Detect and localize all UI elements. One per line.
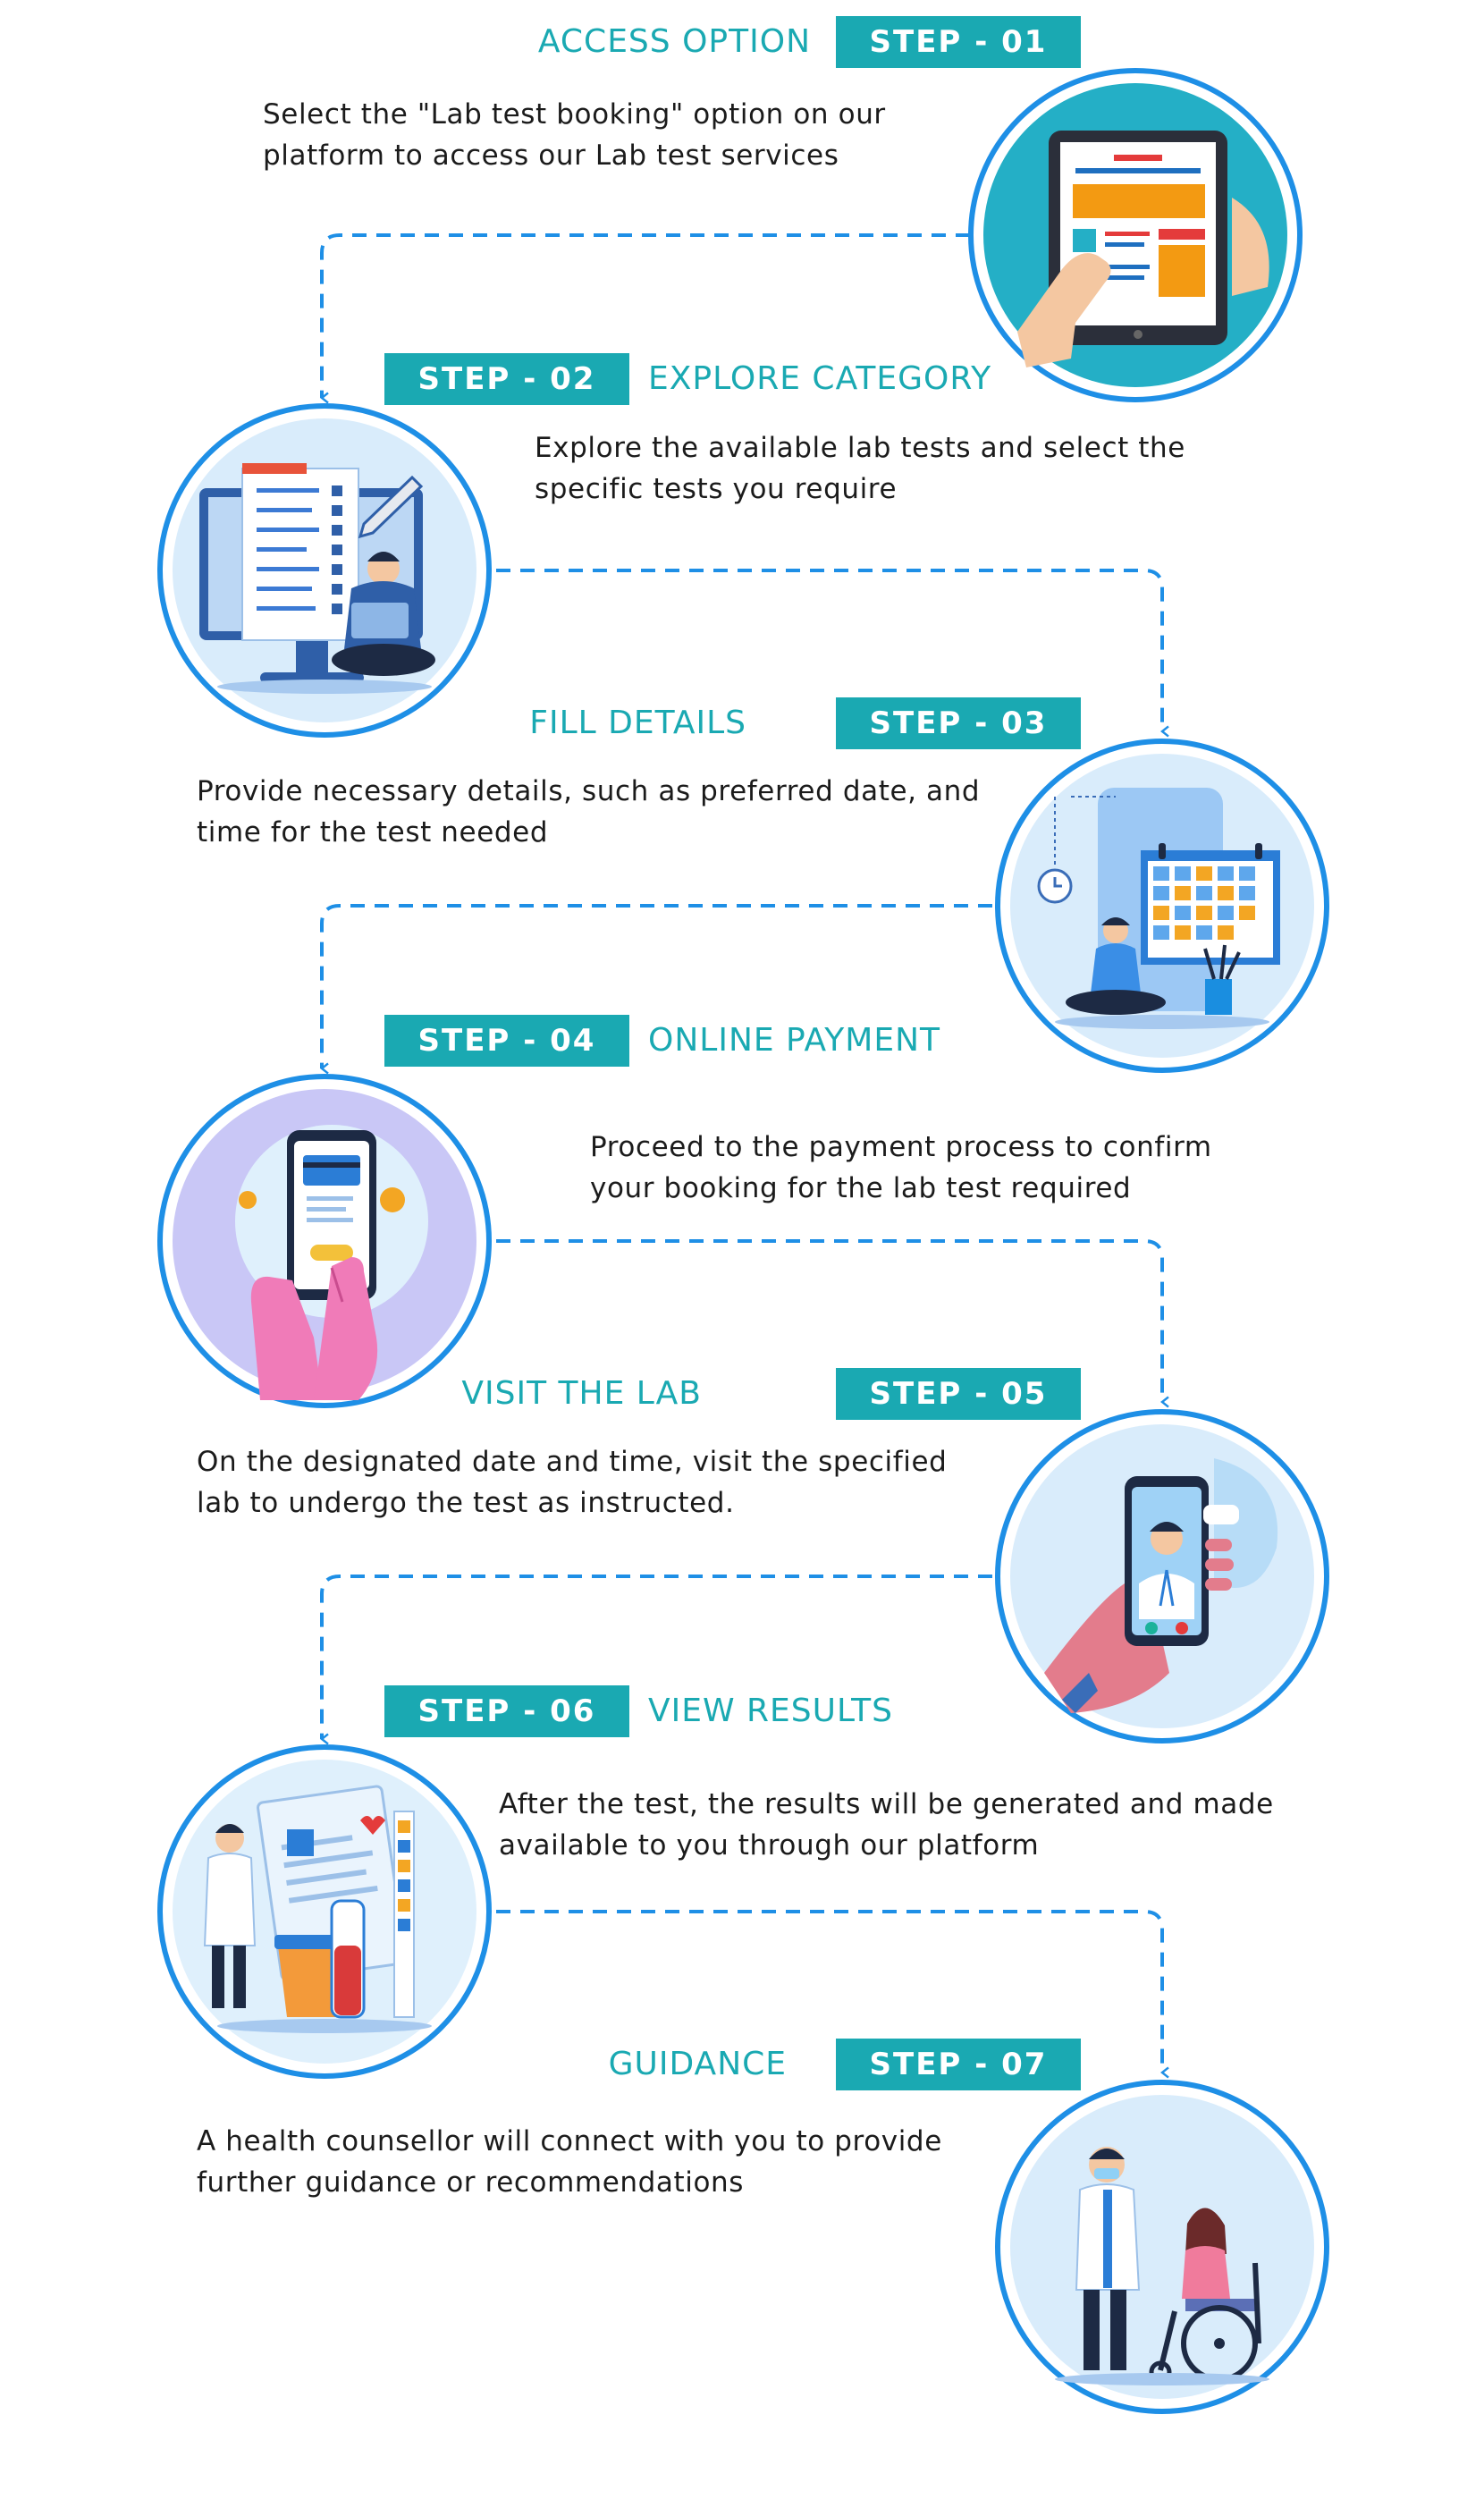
step-2-badge: STEP - 02 bbox=[384, 353, 629, 405]
step-3-title: FILL DETAILS bbox=[529, 705, 746, 741]
calendar-schedule-icon bbox=[991, 734, 1334, 1077]
step-7-description: A health counsellor will connect with yo… bbox=[197, 2125, 942, 2199]
step-7-badge: STEP - 07 bbox=[836, 2039, 1081, 2090]
step-5-description: On the designated date and time, visit t… bbox=[197, 1446, 948, 1519]
step-3-description: Provide necessary details, such as prefe… bbox=[197, 775, 981, 849]
step-6-title: VIEW RESULTS bbox=[648, 1693, 893, 1729]
test-checklist-icon bbox=[153, 399, 496, 742]
step-5-title: VISIT THE LAB bbox=[461, 1375, 702, 1412]
step-3-badge: STEP - 03 bbox=[836, 697, 1081, 749]
step-1-description: Select the "Lab test booking" option on … bbox=[263, 98, 886, 172]
tablet-booking-icon bbox=[964, 63, 1307, 407]
step-4-badge: STEP - 04 bbox=[384, 1015, 629, 1067]
step-4-description: Proceed to the payment process to confir… bbox=[590, 1131, 1212, 1204]
step-5-badge: STEP - 05 bbox=[836, 1368, 1081, 1420]
doctor-video-call-icon bbox=[991, 1405, 1334, 1748]
step-2-description: Explore the available lab tests and sele… bbox=[535, 432, 1185, 505]
step-4-title: ONLINE PAYMENT bbox=[648, 1022, 941, 1059]
step-7-title: GUIDANCE bbox=[608, 2046, 787, 2082]
step-2-title: EXPLORE CATEGORY bbox=[648, 360, 992, 397]
lab-results-icon bbox=[153, 1740, 496, 2083]
step-1-badge: STEP - 01 bbox=[836, 16, 1081, 68]
step-6-description: After the test, the results will be gene… bbox=[499, 1788, 1274, 1862]
health-counsellor-icon bbox=[991, 2075, 1334, 2419]
phone-payment-icon bbox=[153, 1069, 496, 1413]
step-1-title: ACCESS OPTION bbox=[537, 23, 811, 60]
step-6-badge: STEP - 06 bbox=[384, 1685, 629, 1737]
